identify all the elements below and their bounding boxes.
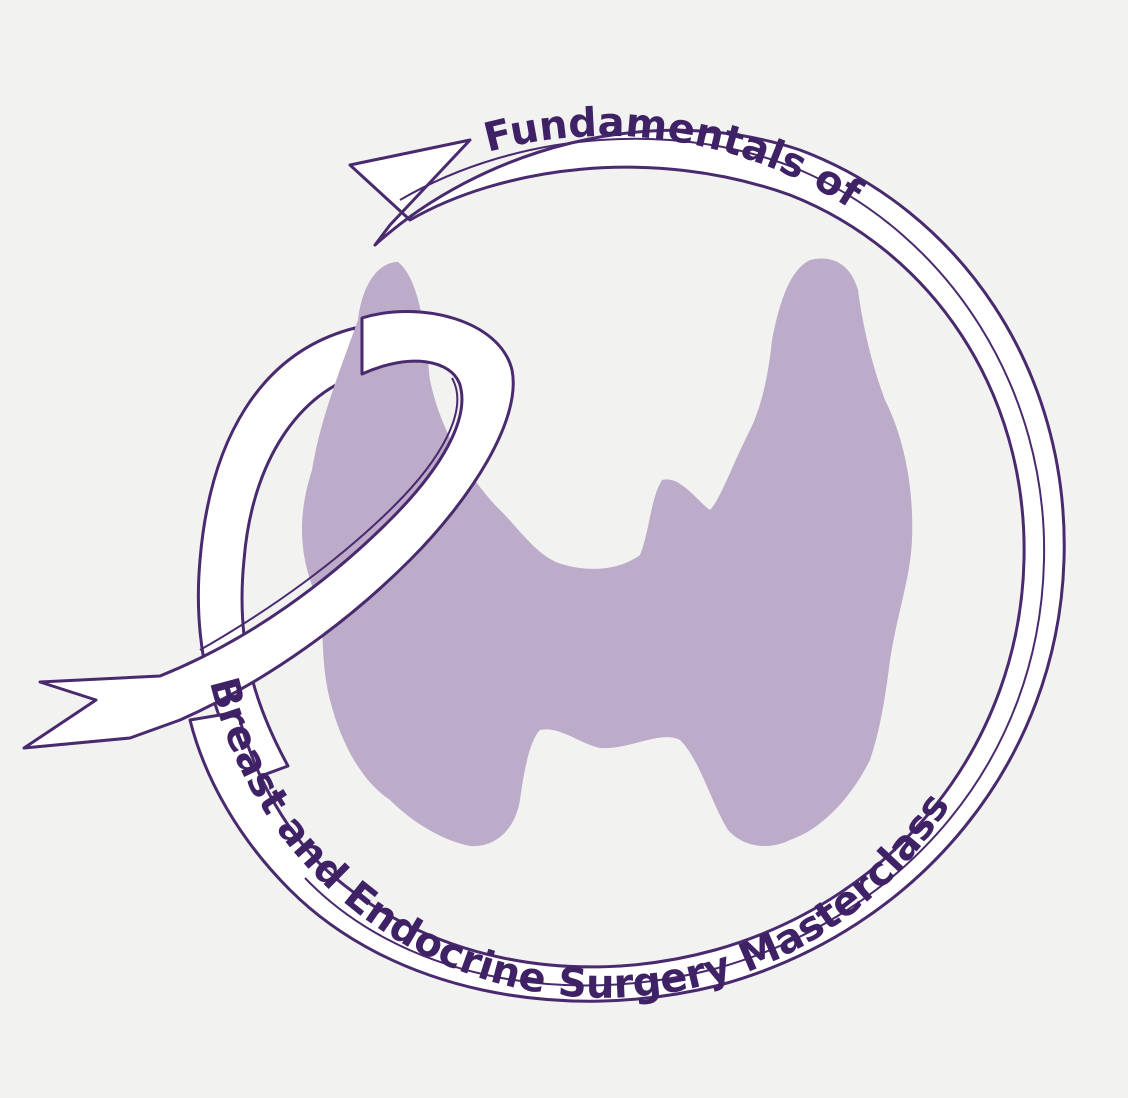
awareness-ribbon-icon (22, 128, 1066, 1003)
thyroid-gland-icon (301, 258, 913, 847)
